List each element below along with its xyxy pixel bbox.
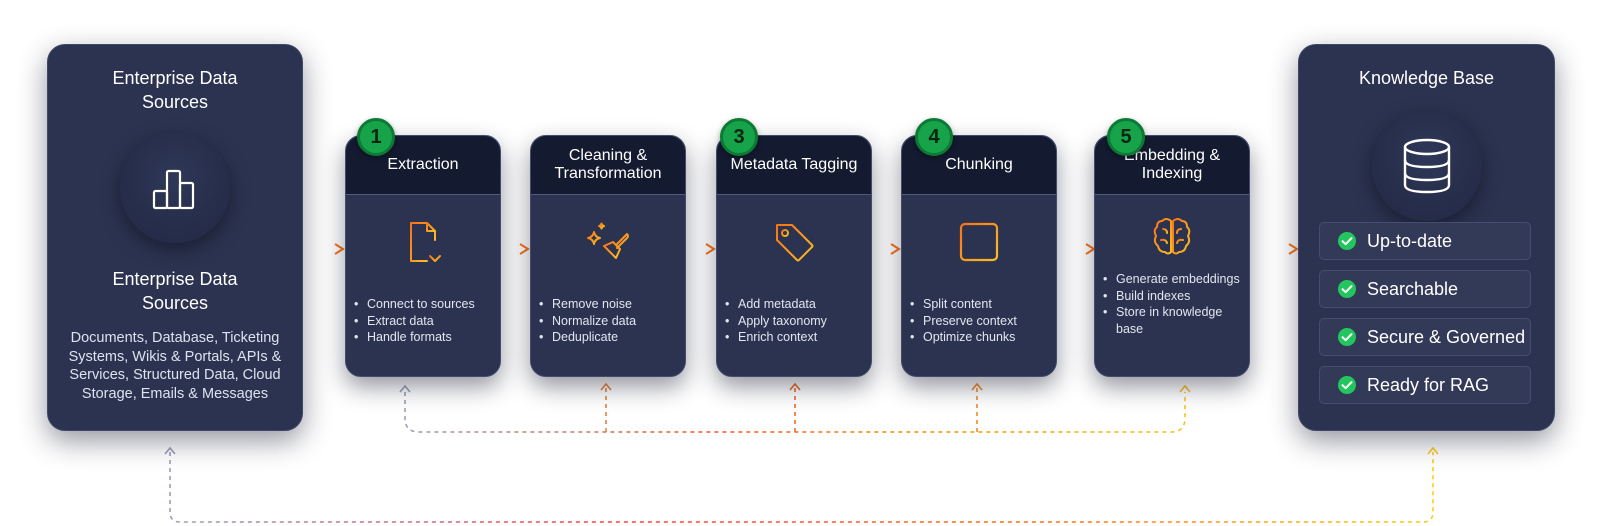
bullet-item: Handle formats <box>354 329 494 346</box>
bullet-item: Add metadata <box>725 296 865 313</box>
kb-feature-item: Ready for RAG <box>1319 366 1531 404</box>
flow-arrow-1 <box>303 243 345 255</box>
flow-arrow-3 <box>684 243 716 255</box>
step-chunking: Chunking Split content Preserve context … <box>901 135 1057 377</box>
step-embedding-indexing: Embedding & Indexing Generate embeddings… <box>1094 135 1250 377</box>
step-number-badge: 1 <box>357 118 395 156</box>
feedback-loop-outer <box>164 446 1439 523</box>
grid-icon <box>959 222 999 262</box>
knowledge-base-panel: Knowledge Base Up-to-date Searchable <box>1298 44 1555 431</box>
bullet-item: Enrich context <box>725 329 865 346</box>
bullet-item: Apply taxonomy <box>725 313 865 330</box>
bullet-item: Deduplicate <box>539 329 679 346</box>
step-number-badge: 5 <box>1107 118 1145 156</box>
bullet-item: Connect to sources <box>354 296 494 313</box>
step-bullets: Generate embeddings Build indexes Store … <box>1103 271 1243 337</box>
step-bullets: Add metadata Apply taxonomy Enrich conte… <box>725 296 865 346</box>
bullet-item: Remove noise <box>539 296 679 313</box>
knowledge-base-icon-orb <box>1372 111 1482 221</box>
step-title: Metadata Tagging <box>717 136 871 195</box>
source-description: Documents, Database, Ticketing Systems, … <box>68 330 282 402</box>
check-circle-icon <box>1338 376 1356 394</box>
bullet-item: Build indexes <box>1103 288 1243 305</box>
step-bullets: Connect to sources Extract data Handle f… <box>354 296 494 346</box>
step-number-badge: 3 <box>720 118 758 156</box>
flow-arrow-5 <box>1055 243 1096 255</box>
step-title: Extraction <box>346 136 500 195</box>
source-title: Enterprise Data Sources <box>112 68 238 112</box>
flow-arrow-2 <box>498 243 530 255</box>
feedback-loop-steps <box>404 386 1186 433</box>
check-circle-icon <box>1338 280 1356 298</box>
check-circle-icon <box>1338 232 1356 250</box>
flow-arrow-6 <box>1248 243 1299 255</box>
bullet-item: Extract data <box>354 313 494 330</box>
bullet-item: Preserve context <box>910 313 1050 330</box>
magic-wand-sparkle-icon <box>587 222 629 259</box>
bullet-item: Optimize chunks <box>910 329 1050 346</box>
check-circle-icon <box>1338 328 1356 346</box>
kb-feature-label: Secure & Governed <box>1367 326 1526 347</box>
knowledge-base-title: Knowledge Base <box>1358 68 1495 88</box>
bullet-item: Split content <box>910 296 1050 313</box>
brain-icon <box>1153 218 1191 255</box>
step-number-badge: 4 <box>915 118 953 156</box>
kb-feature-item: Up-to-date <box>1319 222 1531 260</box>
bar-chart-icon <box>152 169 195 210</box>
bullet-item: Generate embeddings <box>1103 271 1243 288</box>
flow-arrow-4 <box>870 243 901 255</box>
tag-icon <box>776 224 814 262</box>
step-title: Cleaning & Transformation <box>531 136 685 195</box>
step-extraction: Extraction Connect to sources Extract da… <box>345 135 501 377</box>
file-download-icon <box>410 222 441 262</box>
kb-feature-label: Searchable <box>1367 278 1459 299</box>
kb-feature-label: Ready for RAG <box>1367 374 1490 395</box>
feedback-loop-arrowheads <box>399 382 1191 393</box>
database-icon <box>1403 138 1451 194</box>
kb-feature-label: Up-to-date <box>1367 230 1453 251</box>
enterprise-data-sources-panel: Enterprise Data Sources Enterprise Data … <box>47 44 303 431</box>
kb-feature-item: Secure & Governed <box>1319 318 1531 356</box>
kb-feature-item: Searchable <box>1319 270 1531 308</box>
bullet-item: Store in knowledge base <box>1103 304 1243 337</box>
step-bullets: Remove noise Normalize data Deduplicate <box>539 296 679 346</box>
bullet-item: Normalize data <box>539 313 679 330</box>
step-metadata-tagging: Metadata Tagging Add metadata Apply taxo… <box>716 135 872 377</box>
step-cleaning-transformation: Cleaning & Transformation Remove noise N… <box>530 135 686 377</box>
source-subtitle: Enterprise Data Sources <box>112 269 238 313</box>
source-icon-orb <box>120 133 230 243</box>
step-bullets: Split content Preserve context Optimize … <box>910 296 1050 346</box>
